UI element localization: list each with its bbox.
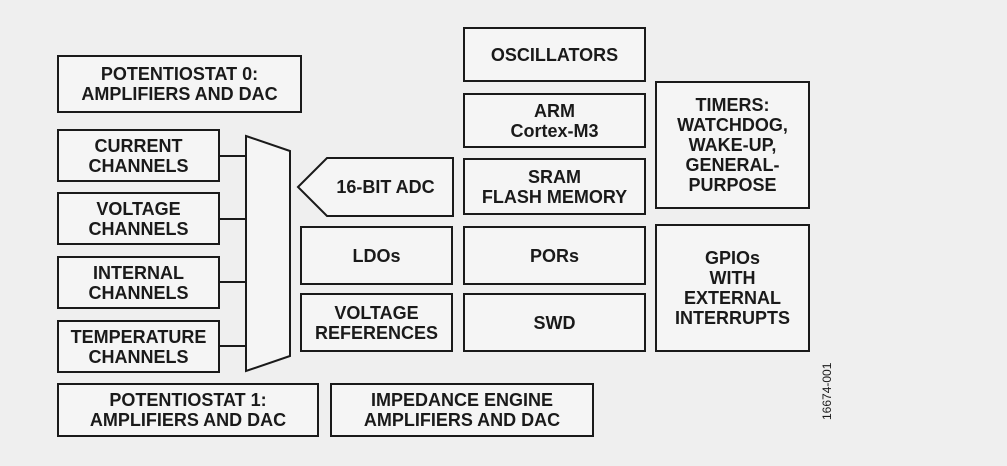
internal-channels-block: INTERNAL CHANNELS xyxy=(57,256,220,309)
swd-block: SWD xyxy=(463,293,646,352)
pors-block: PORs xyxy=(463,226,646,285)
adc-arrow-shape xyxy=(296,157,454,217)
timers-block: TIMERS: WATCHDOG, WAKE-UP, GENERAL- PURP… xyxy=(655,81,810,209)
potentiostat-0-block: POTENTIOSTAT 0: AMPLIFIERS AND DAC xyxy=(57,55,302,113)
multiplexer-shape xyxy=(245,134,291,373)
voltage-channels-block: VOLTAGE CHANNELS xyxy=(57,192,220,245)
temperature-channels-block: TEMPERATURE CHANNELS xyxy=(57,320,220,373)
impedance-engine-block: IMPEDANCE ENGINE AMPLIFIERS AND DAC xyxy=(330,383,594,437)
ldos-block: LDOs xyxy=(300,226,453,285)
voltage-references-block: VOLTAGE REFERENCES xyxy=(300,293,453,352)
oscillators-block: OSCILLATORS xyxy=(463,27,646,82)
gpios-block: GPIOs WITH EXTERNAL INTERRUPTS xyxy=(655,224,810,352)
arm-cortex-m3-block: ARM Cortex-M3 xyxy=(463,93,646,148)
part-number-label: 16674-001 xyxy=(820,362,834,420)
adc-label: 16-BIT ADC xyxy=(336,177,435,197)
sram-flash-block: SRAM FLASH MEMORY xyxy=(463,158,646,215)
current-channels-block: CURRENT CHANNELS xyxy=(57,129,220,182)
potentiostat-1-block: POTENTIOSTAT 1: AMPLIFIERS AND DAC xyxy=(57,383,319,437)
